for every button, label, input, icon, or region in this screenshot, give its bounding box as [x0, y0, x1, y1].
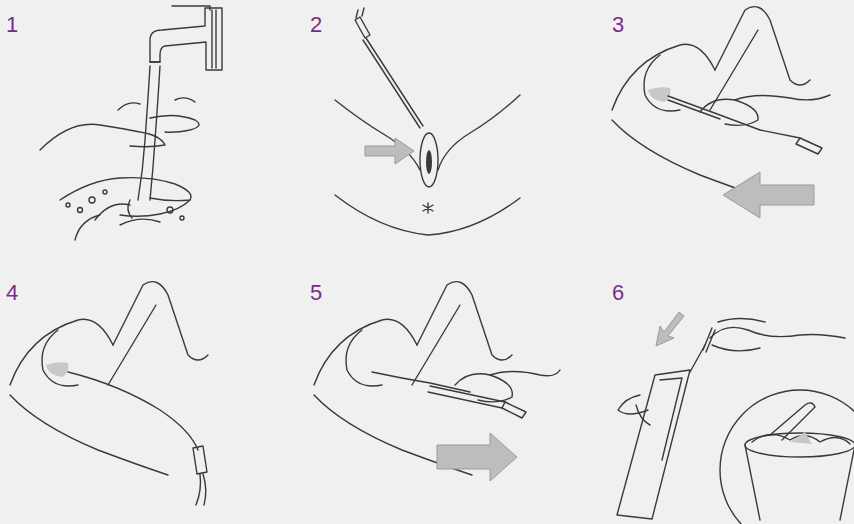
step-number: 5: [310, 282, 322, 304]
device-in-place-figure: [10, 282, 208, 505]
insertion-site-figure: [335, 8, 520, 235]
step-number: 6: [612, 282, 624, 304]
hand-washing-figure: [40, 6, 222, 240]
step-number: 1: [6, 14, 18, 36]
step-number: 4: [6, 282, 18, 304]
applicator-removal-figure: [314, 282, 560, 481]
disposal-figure: [617, 312, 854, 524]
step-number: 3: [612, 14, 624, 36]
insertion-figure: [612, 7, 830, 218]
step-number: 2: [310, 14, 322, 36]
